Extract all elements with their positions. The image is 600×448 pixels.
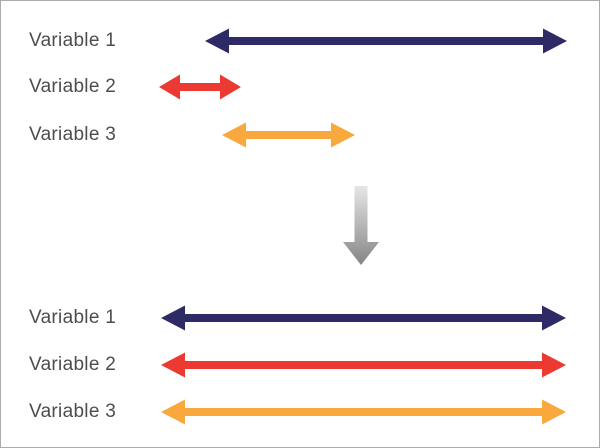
range-arrow: [161, 398, 566, 426]
range-arrow: [161, 304, 566, 332]
variable-row: Variable 3: [1, 398, 599, 426]
range-arrow: [159, 73, 241, 101]
variable-row: Variable 2: [1, 351, 599, 379]
variable-row: Variable 3: [1, 121, 599, 149]
range-arrow: [222, 121, 355, 149]
range-arrow: [161, 351, 566, 379]
down-arrow-icon: [342, 186, 380, 270]
variable-row: Variable 2: [1, 73, 599, 101]
range-arrow: [205, 27, 567, 55]
variable-label: Variable 1: [29, 307, 117, 328]
variable-row: Variable 1: [1, 304, 599, 332]
variable-label: Variable 3: [29, 124, 117, 145]
variable-label: Variable 2: [29, 76, 117, 97]
variable-label: Variable 1: [29, 30, 117, 51]
variable-row: Variable 1: [1, 27, 599, 55]
variable-label: Variable 2: [29, 354, 117, 375]
variable-label: Variable 3: [29, 401, 117, 422]
